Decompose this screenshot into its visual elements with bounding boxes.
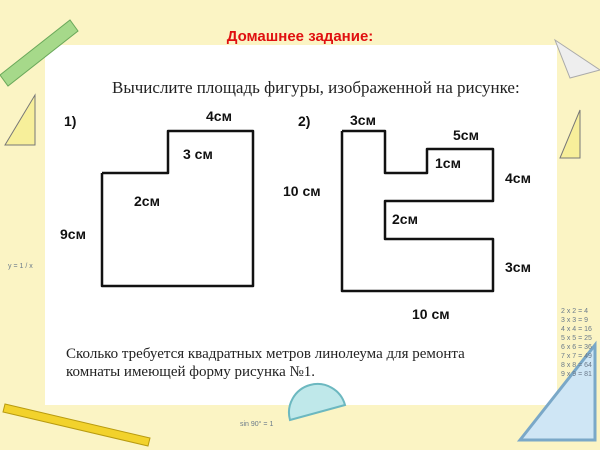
times-row: 8 x 8 = 64 [561, 362, 592, 369]
fig2-label-bottom: 10 см [412, 306, 450, 322]
paper-plane-icon [553, 38, 600, 79]
times-row: 6 x 6 = 36 [561, 344, 592, 351]
figure-1-shape [100, 129, 255, 288]
fig2-label-gap: 2см [392, 211, 418, 227]
figure-2-shape [340, 129, 495, 293]
fig2-label-top-left: 3см [350, 112, 376, 128]
fig2-label-notch: 1см [435, 155, 461, 171]
protractor-icon [288, 383, 347, 422]
fig2-label-top-right: 5см [453, 127, 479, 143]
fig1-label-step-height: 3 см [183, 146, 213, 162]
times-row: 4 x 4 = 16 [561, 326, 592, 333]
slide-content-card [45, 45, 557, 405]
figure-1-number: 1) [64, 113, 77, 129]
times-row: 7 x 7 = 49 [561, 353, 592, 360]
fig2-label-right-lower: 3см [505, 259, 531, 275]
fig1-label-top: 4см [206, 108, 232, 124]
times-row: 9 x 9 = 81 [561, 371, 592, 378]
fig1-label-step-width: 2см [134, 193, 160, 209]
right-triangle-icon [4, 93, 581, 159]
fig1-label-left: 9см [60, 226, 86, 242]
formula-text: sin 90° = 1 [240, 421, 274, 428]
fig2-label-right-upper: 4см [505, 170, 531, 186]
triangle-ruler-icon [516, 340, 597, 442]
slide-title: Домашнее задание: [226, 28, 374, 45]
pencil-icon [2, 403, 151, 447]
times-row: 5 x 5 = 25 [561, 335, 592, 342]
formula-text: y = 1 / x [8, 263, 33, 270]
times-row: 2 x 2 = 4 [561, 308, 589, 315]
ruler-icon [0, 19, 79, 87]
figure-2-number: 2) [298, 113, 311, 129]
times-table: 2 x 2 = 4 3 x 3 = 9 4 x 4 = 16 5 x 5 = 2… [561, 307, 592, 379]
question-text: Сколько требуется квадратных метров лино… [66, 346, 465, 380]
fig2-label-left: 10 см [283, 183, 321, 199]
times-row: 3 x 3 = 9 [561, 317, 589, 324]
task-text: Вычислите площадь фигуры, изображенной н… [112, 78, 520, 97]
